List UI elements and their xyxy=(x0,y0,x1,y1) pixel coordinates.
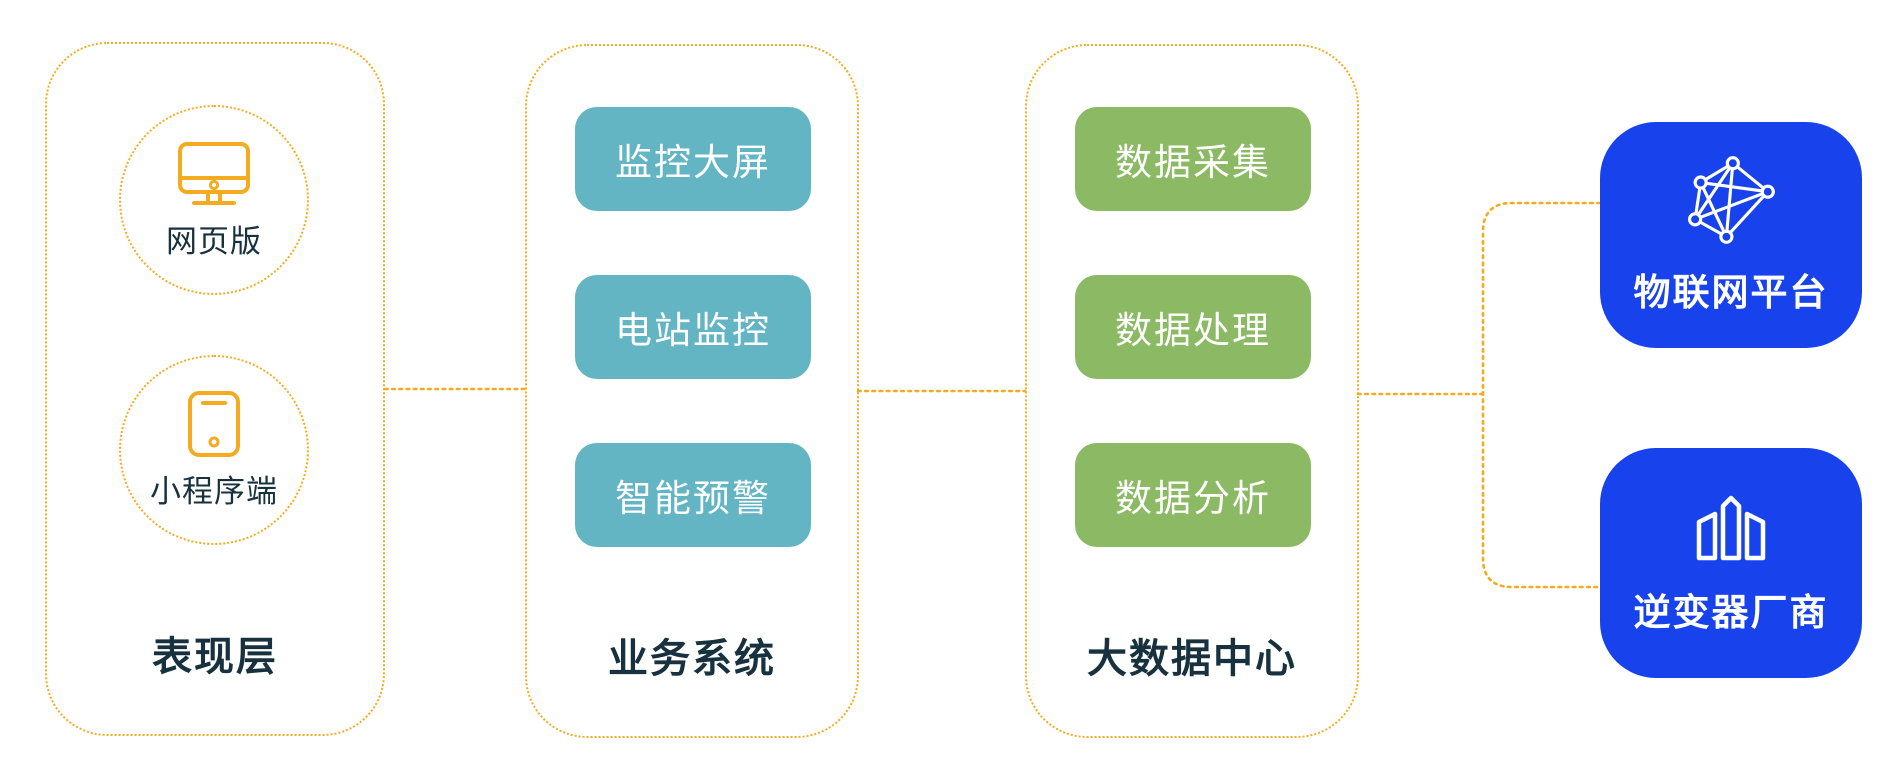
node-smart-warning: 智能预警 xyxy=(575,443,811,547)
mini-program-label: 小程序端 xyxy=(150,473,278,509)
node-data-analysis: 数据分析 xyxy=(1075,443,1311,547)
big-data-center-title: 大数据中心 xyxy=(1087,637,1297,681)
layer-presentation: 网页版 小程序端 表现层 xyxy=(45,42,385,736)
iot-platform-label: 物联网平台 xyxy=(1633,272,1829,313)
layer-business-system: 监控大屏 电站监控 智能预警 业务系统 xyxy=(525,44,859,738)
network-graph-icon xyxy=(1688,156,1775,244)
inverter-vendor-label: 逆变器厂商 xyxy=(1633,592,1829,633)
factory-icon xyxy=(1696,495,1766,561)
web-version-node: 网页版 xyxy=(119,105,309,295)
business-system-title: 业务系统 xyxy=(608,637,776,681)
layer-big-data-center: 数据采集 数据处理 数据分析 大数据中心 xyxy=(1025,44,1359,738)
web-version-label: 网页版 xyxy=(166,223,262,259)
node-data-collection: 数据采集 xyxy=(1075,107,1311,211)
iot-platform-card: 物联网平台 xyxy=(1600,122,1862,348)
node-data-processing: 数据处理 xyxy=(1075,275,1311,379)
connector-bracket xyxy=(1481,201,1602,589)
node-station-monitoring: 电站监控 xyxy=(575,275,811,379)
mini-program-node: 小程序端 xyxy=(119,355,309,545)
monitor-icon xyxy=(178,141,250,205)
inverter-vendor-card: 逆变器厂商 xyxy=(1600,448,1862,678)
presentation-layer-title: 表现层 xyxy=(152,635,278,679)
phone-icon xyxy=(188,390,240,457)
node-monitor-screen: 监控大屏 xyxy=(575,107,811,211)
